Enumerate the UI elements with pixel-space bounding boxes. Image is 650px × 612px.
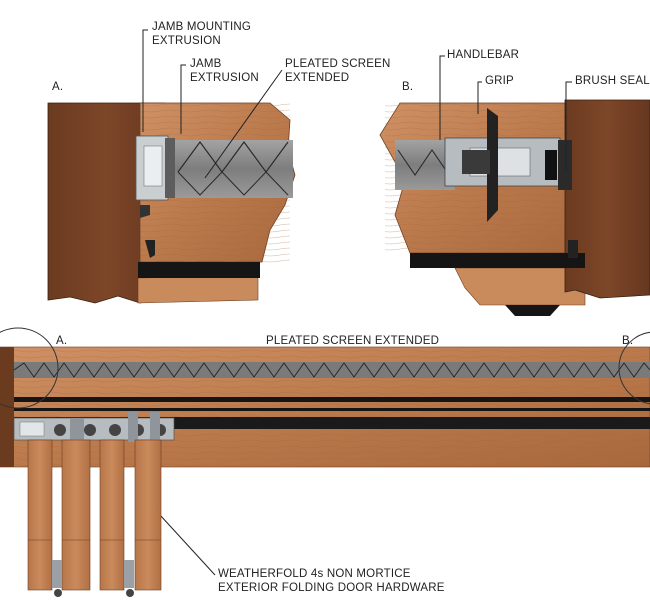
leader-jamb-mounting	[142, 29, 148, 132]
detail-b-jamb	[564, 99, 650, 299]
pleated-screen-detail-line-2: EXTENDED	[285, 72, 350, 84]
handlebar-label: HANDLEBAR	[447, 49, 520, 61]
door-panel-2	[61, 439, 91, 591]
hardware-label: WEATHERFOLD 4s NON MORTICE EXTERIOR FOLD…	[218, 567, 445, 595]
leader-hardware	[159, 514, 216, 576]
leader-grip	[477, 81, 482, 114]
plan-view	[0, 327, 650, 597]
detail-a-label: A.	[52, 81, 64, 93]
detail-a-pleated-screen	[175, 140, 293, 198]
leader-handlebar	[439, 55, 445, 140]
jamb-mounting-extrusion-line-1: JAMB MOUNTING	[152, 21, 252, 33]
detail-a-jamb-extrusion	[165, 138, 175, 198]
brush-seal-label: BRUSH SEAL	[575, 75, 650, 87]
detail-b-brush-seal	[558, 140, 572, 190]
detail-b-label: B.	[402, 81, 414, 93]
leader-pleated-screen-detail	[204, 69, 283, 179]
pleated-screen-extended-label: PLEATED SCREEN EXTENDED	[266, 335, 440, 347]
leader-lines	[142, 29, 572, 576]
detail-b-grip	[487, 108, 498, 222]
pleated-screen-extended-detail-label: PLEATED SCREEN EXTENDED	[285, 57, 390, 85]
jamb-extrusion-label: JAMB EXTRUSION	[190, 57, 259, 85]
door-panel-4	[134, 439, 162, 591]
plan-door-panels	[27, 439, 162, 597]
pleated-screen-detail-line-1: PLEATED SCREEN	[285, 58, 391, 70]
plan-b-label: B.	[622, 335, 634, 347]
door-panel-3	[99, 439, 125, 591]
jamb-mounting-extrusion-label: JAMB MOUNTING EXTRUSION	[152, 20, 251, 48]
detail-b-section	[379, 99, 650, 316]
leader-jamb	[180, 64, 186, 134]
plan-roller-hardware	[13, 412, 175, 446]
detail-b-track	[410, 253, 585, 268]
jamb-extrusion-line-1: JAMB	[190, 58, 222, 70]
hardware-label-line-1: WEATHERFOLD 4s NON MORTICE	[218, 568, 411, 580]
jamb-mounting-extrusion-line-2: EXTRUSION	[152, 35, 221, 47]
plan-pleated-screen	[14, 362, 650, 378]
jamb-extrusion-line-2: EXTRUSION	[190, 72, 259, 84]
hardware-label-line-2: EXTERIOR FOLDING DOOR HARDWARE	[218, 582, 445, 594]
plan-a-label: A.	[56, 335, 68, 347]
plan-detail-circle-b	[618, 331, 650, 405]
detail-a-track	[138, 262, 260, 278]
detail-a-section	[47, 102, 296, 304]
door-panel-1	[27, 439, 53, 591]
leader-brush-seal	[565, 81, 572, 170]
grip-label: GRIP	[485, 75, 514, 87]
plan-detail-circle-a	[0, 327, 59, 409]
